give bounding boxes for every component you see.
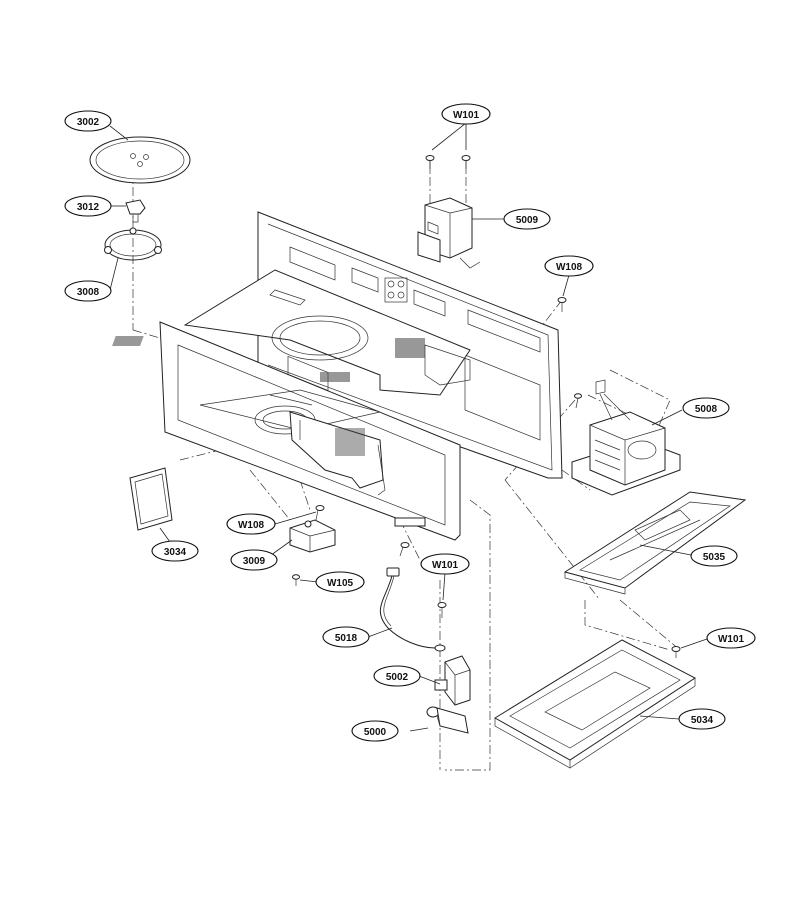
callout-w101-right-label: W101 (718, 634, 745, 645)
callout-5034-label: 5034 (691, 715, 714, 726)
callout-5018-label: 5018 (335, 633, 358, 644)
screw-w108-lower (315, 505, 325, 521)
callout-5008: 5008 (682, 397, 730, 419)
leader-lines (109, 122, 708, 732)
callout-w108-upper-label: W108 (556, 262, 583, 273)
wire-harness (379, 567, 446, 652)
magnetron (417, 197, 481, 269)
callout-3034: 3034 (151, 540, 199, 562)
callout-5008-label: 5008 (695, 404, 718, 415)
callout-w108-lower: W108 (226, 513, 276, 535)
callout-w101-top-label: W101 (453, 110, 480, 121)
base-plate (563, 491, 747, 595)
control-bracket (289, 411, 386, 496)
callout-w105: W105 (315, 571, 365, 593)
callout-3002-label: 3002 (77, 117, 100, 128)
roller-ring (104, 227, 162, 261)
turntable-glass-tray (89, 136, 191, 184)
callout-3012-label: 3012 (77, 202, 100, 213)
callout-3008-label: 3008 (77, 287, 100, 298)
callout-5002-label: 5002 (386, 672, 409, 683)
cavity-top-plate (112, 269, 471, 396)
callout-5035-label: 5035 (703, 552, 726, 563)
turntable-motor (289, 519, 336, 553)
screw-w101-top-right (461, 155, 471, 172)
high-voltage-transformer (571, 379, 681, 496)
turntable-coupler (125, 199, 146, 223)
callout-3034-label: 3034 (164, 547, 187, 558)
screw-transformer (574, 393, 582, 409)
screw-w105 (292, 574, 300, 586)
bottom-cover (494, 639, 696, 769)
lamp-bulb (426, 706, 469, 734)
callout-3009: 3009 (230, 549, 278, 571)
callout-5009-label: 5009 (516, 215, 539, 226)
callout-w108-upper: W108 (544, 255, 594, 277)
callout-5000: 5000 (351, 720, 399, 742)
screw-w101-middle (437, 602, 447, 618)
callout-w101-middle: W101 (420, 553, 470, 575)
callout-3002: 3002 (64, 110, 112, 132)
callout-w108-lower-label: W108 (238, 520, 265, 531)
callout-3009-label: 3009 (243, 556, 266, 567)
callout-5009: 5009 (503, 208, 551, 230)
callout-w105-label: W105 (327, 578, 354, 589)
screw-front-lower (399, 542, 410, 557)
callout-5034: 5034 (678, 708, 726, 730)
callout-5000-label: 5000 (364, 727, 387, 738)
callout-w101-middle-label: W101 (432, 560, 459, 571)
callout-w101-right: W101 (706, 627, 756, 649)
screw-w101-right (671, 646, 681, 658)
callout-3008: 3008 (64, 280, 112, 302)
waveguide-cover (129, 467, 173, 531)
callout-5018: 5018 (322, 626, 370, 648)
callout-5002: 5002 (373, 665, 421, 687)
screw-w101-top-left (425, 155, 435, 172)
callout-3012: 3012 (64, 195, 112, 217)
lamp-socket (434, 655, 471, 706)
callout-w101-top: W101 (441, 103, 491, 125)
screw-w108-upper (557, 297, 567, 312)
callout-5035: 5035 (690, 545, 738, 567)
